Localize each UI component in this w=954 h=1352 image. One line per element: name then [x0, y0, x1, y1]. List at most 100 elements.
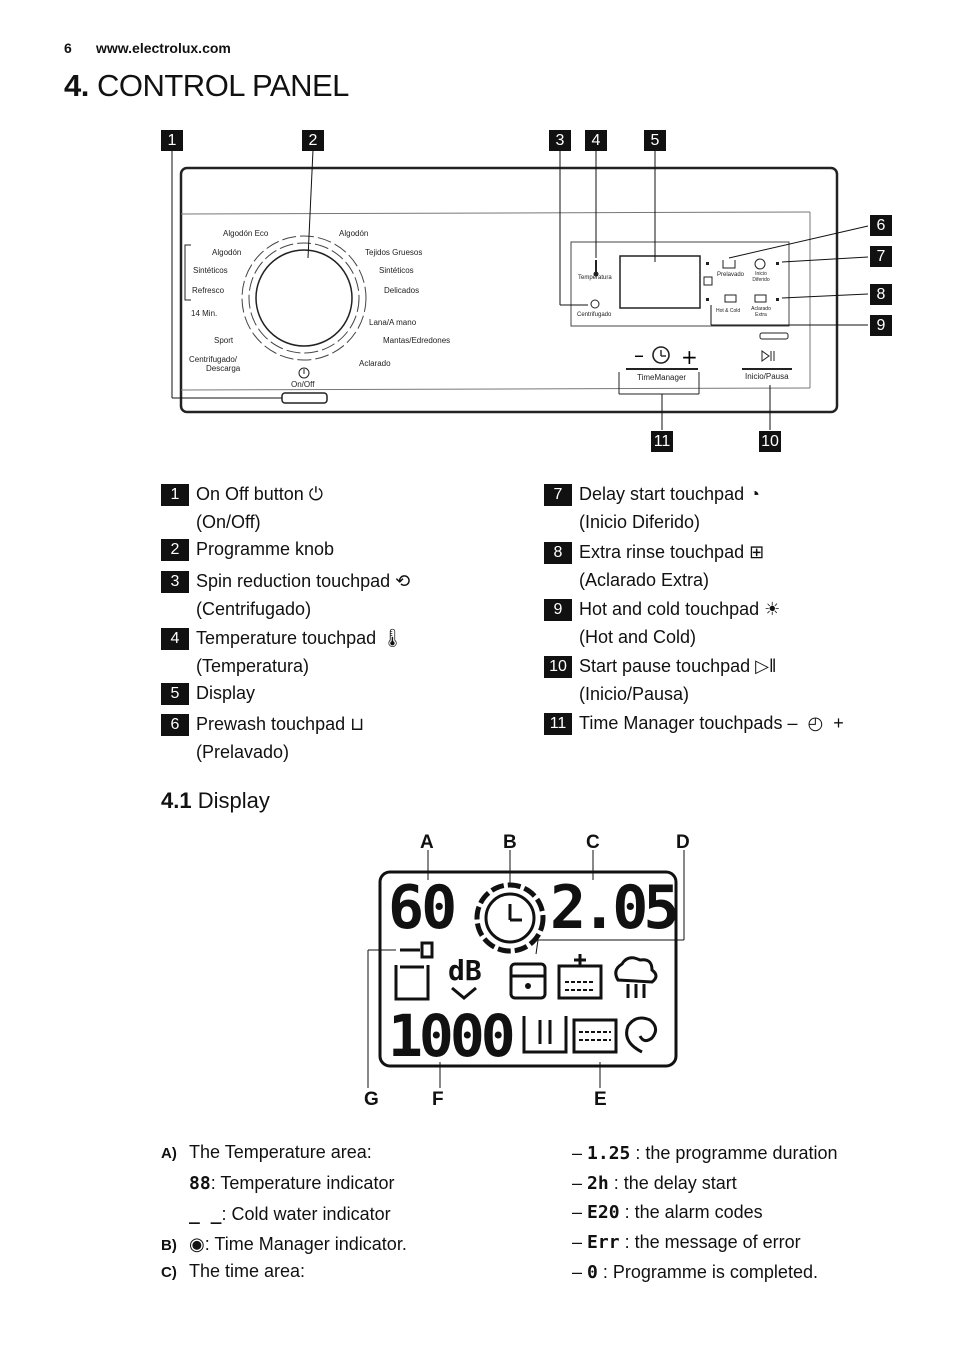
extra-rinse-icon: ⊞	[749, 542, 765, 562]
display-time-digits: 2.05	[550, 873, 679, 943]
delay-icon: ◔	[749, 484, 760, 504]
callout-9: 9	[870, 315, 892, 336]
time-manager-indicator-icon: ◉	[189, 1234, 205, 1254]
seg-glyph: E20	[587, 1202, 620, 1223]
programme-label: Algodón	[212, 248, 242, 257]
note-dash: –	[572, 1262, 583, 1282]
control-panel-drawing: – +	[171, 149, 869, 430]
callout-5: 5	[644, 130, 666, 151]
legend-sub: (Hot and Cold)	[579, 627, 697, 647]
legend-sub: (Inicio Diferido)	[579, 512, 701, 532]
callout-6: 6	[870, 215, 892, 236]
programme-label: Algodón Eco	[223, 229, 269, 238]
display-label-d: D	[676, 832, 690, 853]
thermometer-icon: 🌡	[381, 628, 404, 648]
page-number: 6	[64, 40, 72, 56]
seg-glyph: Err	[587, 1232, 620, 1253]
note-text: The time area:	[189, 1261, 306, 1281]
note-key: C)	[161, 1264, 177, 1281]
legend-sub: (Aclarado Extra)	[579, 570, 710, 590]
note-temperature-indicator: 88: Temperature indicator	[189, 1173, 394, 1194]
prelavado-label: Prelavado	[717, 272, 745, 278]
hot-cold-icon: ☀	[764, 599, 781, 619]
timemanager-label: TimeManager	[637, 373, 687, 382]
programme-label: Centrifugado/	[189, 355, 238, 364]
display-drawing	[367, 850, 685, 1088]
legend-num: 10	[544, 656, 572, 678]
display-spin-digits: 1000	[388, 1002, 516, 1070]
seg-glyph: 88	[189, 1173, 211, 1194]
subsection-title: 4.1 Display	[161, 788, 270, 814]
programme-label: Lana/A mano	[369, 318, 417, 327]
note-dash: –	[572, 1173, 583, 1193]
note-delay-start: – 2h : the delay start	[572, 1173, 737, 1194]
note-text: : the programme duration	[635, 1143, 838, 1163]
legend-text: Time Manager touchpads – ◴ +	[579, 713, 844, 733]
note-text: ◉: Time Manager indicator.	[189, 1234, 407, 1254]
legend-sub: (Centrifugado)	[196, 599, 312, 619]
centrifugado-label: Centrifugado	[577, 312, 612, 318]
legend-sub: (On/Off)	[196, 512, 261, 532]
legend-sub: (Inicio/Pausa)	[579, 684, 690, 704]
legend-num: 3	[161, 571, 189, 593]
section-number: 4.	[64, 68, 89, 103]
legend-text: Temperature touchpad 🌡	[196, 628, 404, 648]
legend-right: 7 Delay start touchpad ◔ (Inicio Diferid…	[544, 480, 924, 760]
legend-text: Hot and cold touchpad ☀	[579, 599, 781, 619]
callout-10: 10	[759, 431, 781, 452]
note-alarm-codes: – E20 : the alarm codes	[572, 1202, 763, 1223]
programme-label: 14 Min.	[191, 309, 218, 318]
start-pause-icon: ▷‖	[755, 656, 777, 676]
legend-num: 6	[161, 714, 189, 736]
prewash-icon: ⊔	[350, 714, 365, 734]
onoff-label: On/Off	[291, 380, 315, 389]
legend-num: 2	[161, 539, 189, 561]
note-text: The Temperature area:	[189, 1142, 372, 1162]
programme-label: Delicados	[384, 286, 420, 295]
display-label-e: E	[594, 1089, 607, 1110]
legend-num: 8	[544, 542, 572, 564]
subsection-number: 4.1	[161, 788, 192, 813]
display-label-g: G	[364, 1089, 379, 1110]
inicio-diferido-label: Inicio Diferido	[752, 271, 770, 283]
programme-label: Mantas/Edredones	[383, 336, 451, 345]
callout-2: 2	[302, 130, 324, 151]
website-url[interactable]: www.electrolux.com	[96, 40, 231, 56]
legend-text: Start pause touchpad ▷‖	[579, 656, 777, 676]
power-icon: ⏻	[308, 484, 324, 504]
note-a: A)The Temperature area:	[161, 1142, 372, 1163]
callout-4: 4	[585, 130, 607, 151]
note-text: : the message of error	[624, 1232, 801, 1252]
legend-text: Display	[196, 683, 256, 703]
note-c: C) The time area:	[161, 1261, 305, 1282]
display-temperature-digits: 60	[388, 873, 457, 943]
spin-icon: ⟲	[395, 571, 411, 591]
note-dash: –	[572, 1232, 583, 1252]
note-key: B)	[161, 1237, 177, 1254]
seg-glyph: 1.25	[587, 1143, 631, 1164]
seg-glyph: 2h	[587, 1173, 609, 1194]
legend-sub: (Temperatura)	[196, 656, 310, 676]
hot-cold-label: Hot & Cold	[716, 308, 741, 314]
legend-num: 9	[544, 599, 572, 621]
legend-text: Spin reduction touchpad ⟲	[196, 571, 411, 591]
legend-text: Delay start touchpad ◔	[579, 484, 760, 504]
svg-text:–: –	[634, 343, 644, 367]
inicio-pausa-label: Inicio/Pausa	[745, 372, 789, 381]
legend-num: 11	[544, 713, 572, 735]
callout-8: 8	[870, 284, 892, 305]
note-text: : the delay start	[613, 1173, 737, 1193]
note-text: : Temperature indicator	[210, 1173, 395, 1193]
subsection-title-text: Display	[197, 788, 270, 813]
callout-1: 1	[161, 130, 183, 151]
display-label-a: A	[420, 832, 434, 853]
programme-label: Sintéticos	[379, 266, 414, 275]
display-figure: 60 2.05 dB 1000 A B C D G F E	[360, 830, 700, 1120]
callout-11: 11	[651, 431, 673, 452]
note-completed: – 0 : Programme is completed.	[572, 1262, 818, 1283]
section-title: 4. CONTROL PANEL	[64, 68, 349, 104]
programme-label: Sintéticos	[193, 266, 228, 275]
aclarado-extra-label: Aclarado Extra	[751, 306, 771, 318]
legend-num: 1	[161, 484, 189, 506]
note-text: : the alarm codes	[624, 1202, 763, 1222]
